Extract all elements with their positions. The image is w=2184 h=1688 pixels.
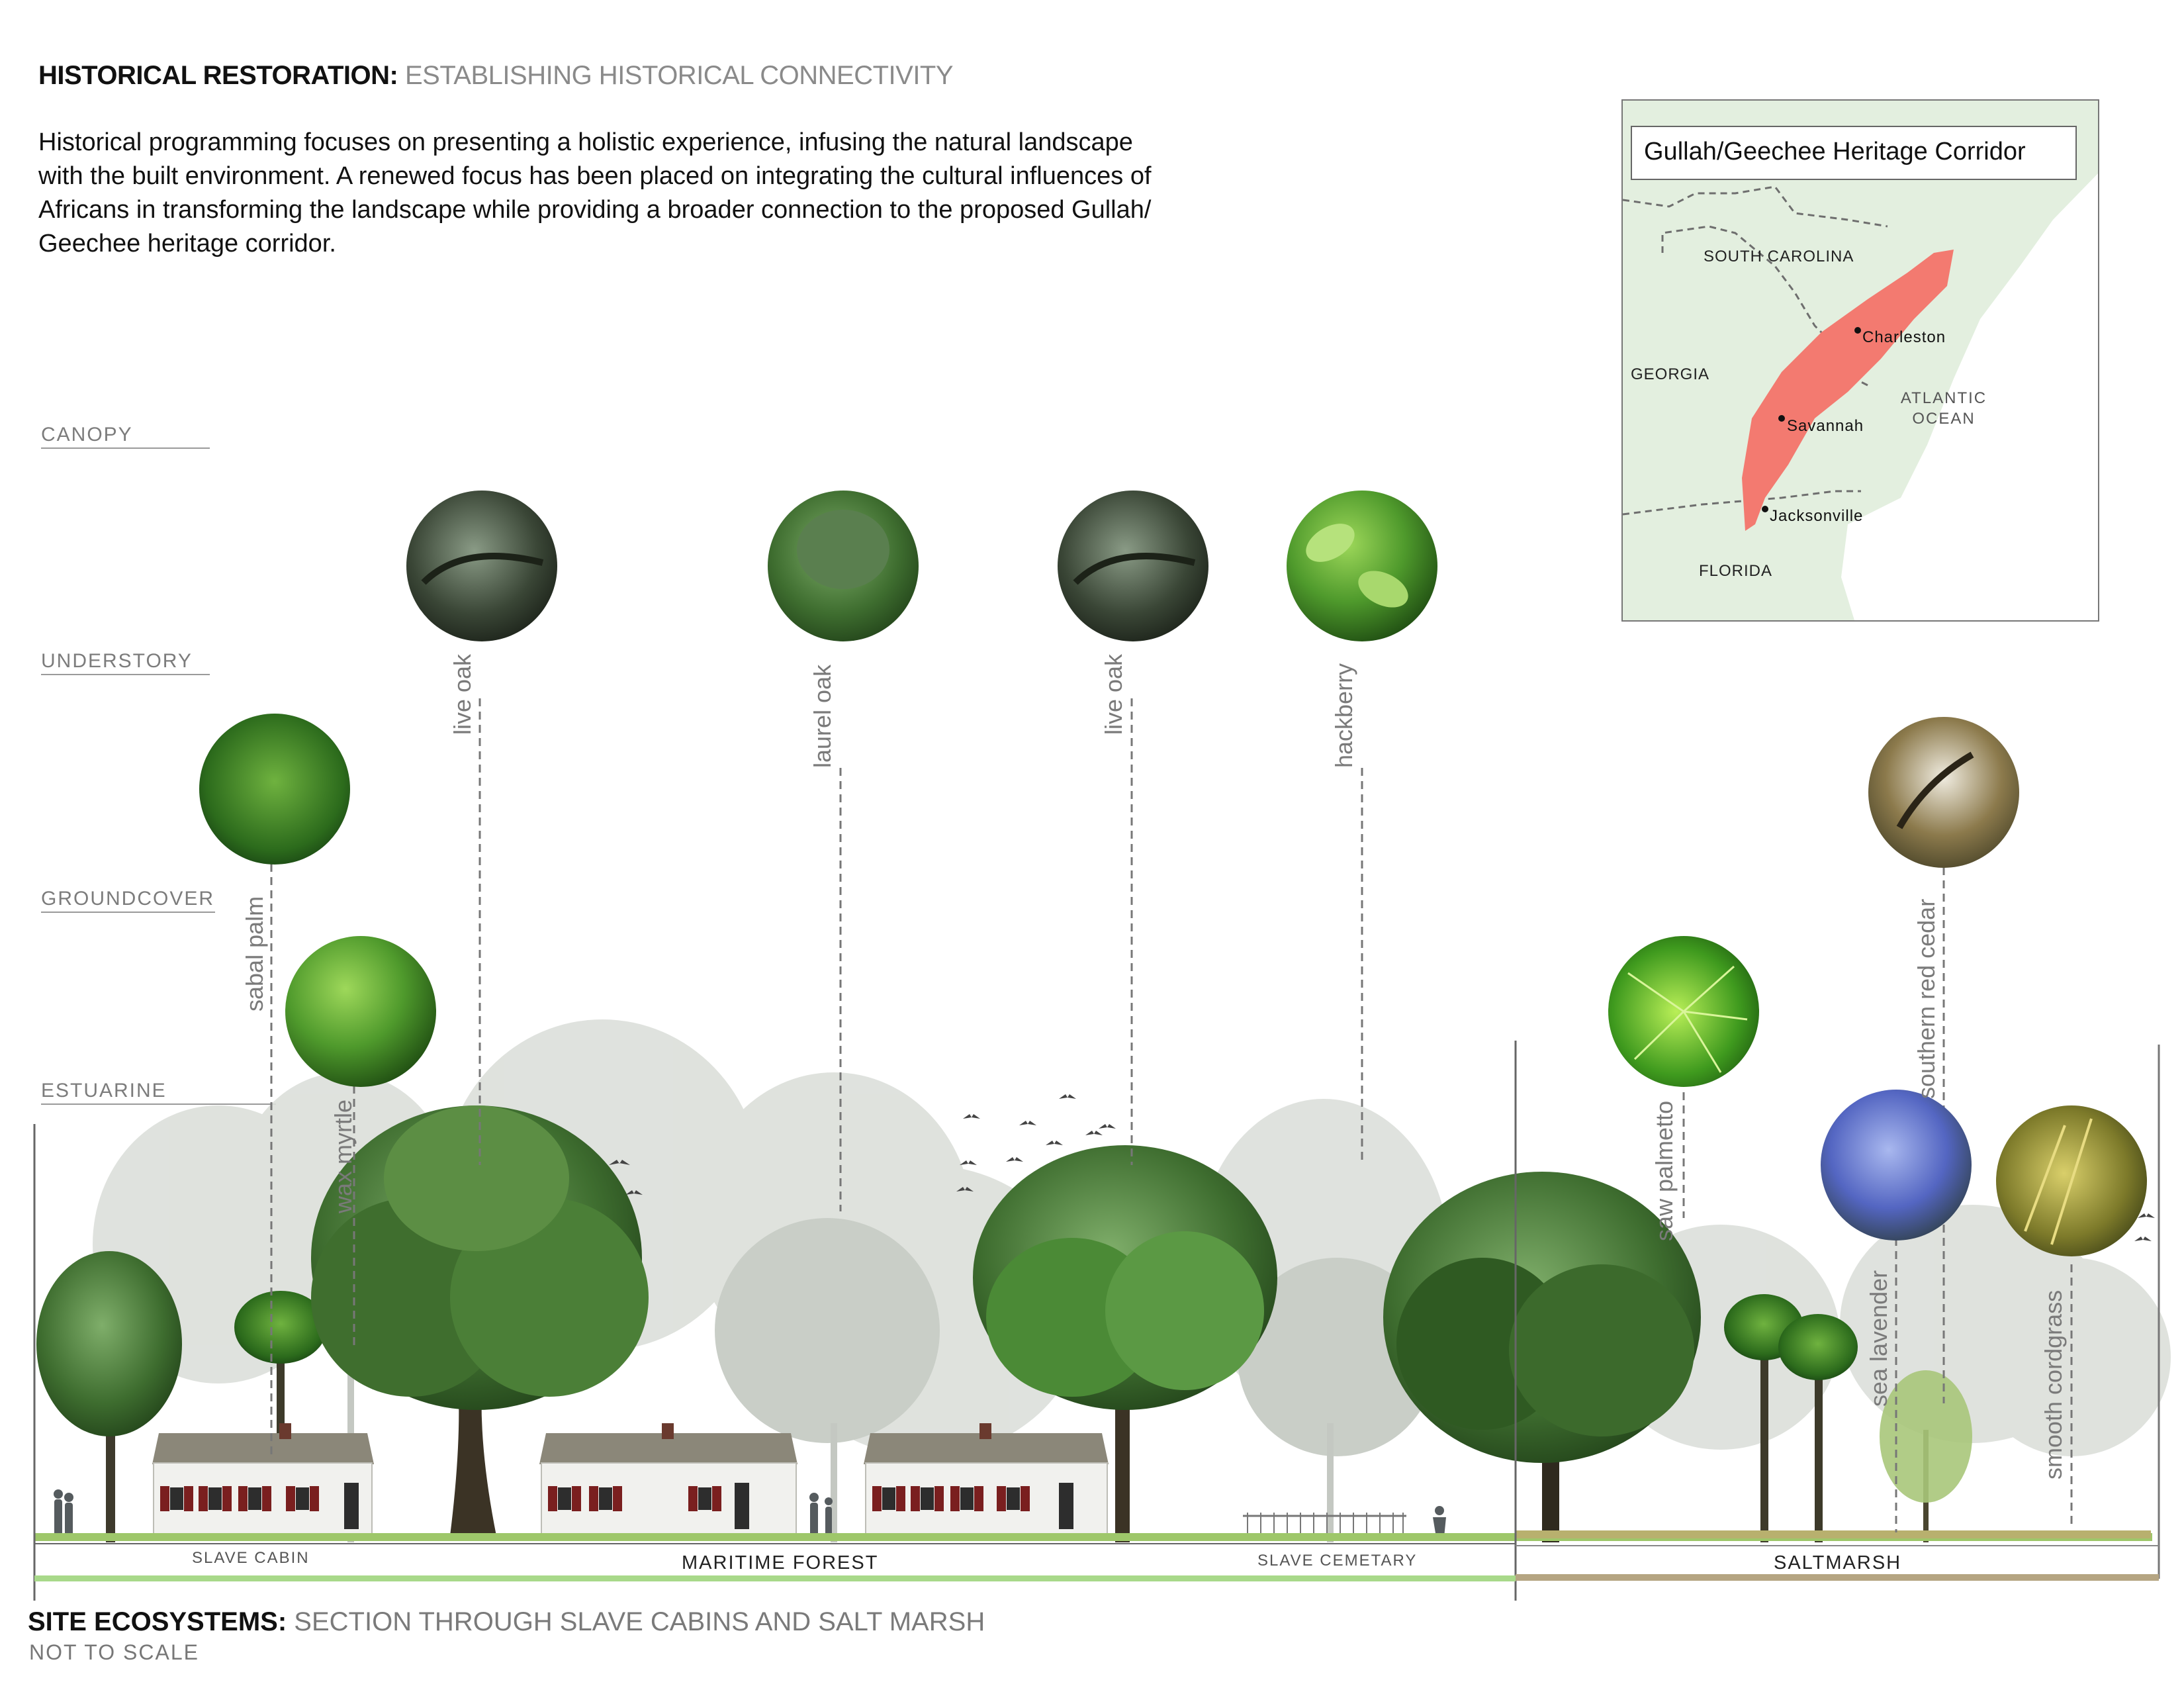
- map-title-box: Gullah/Geechee Heritage Corridor: [1631, 126, 2077, 180]
- layer-label-canopy: CANOPY: [41, 424, 210, 449]
- label-charleston: Charleston: [1862, 328, 1946, 346]
- title-light: ESTABLISHING HISTORICAL CONNECTIVITY: [404, 61, 954, 90]
- plant-label-live-oak-1: live oak: [449, 653, 476, 735]
- slave-cabin-2: [539, 1423, 797, 1538]
- charleston-dot: [1854, 327, 1861, 334]
- label-jacksonville: Jacksonville: [1770, 507, 1864, 525]
- plant-label-saw-palmetto: saw palmetto: [1651, 1100, 1678, 1241]
- layer-label-estuarine: ESTUARINE: [41, 1080, 276, 1105]
- plant-photo-hackberry: [1287, 491, 1437, 641]
- slave-cabin-3: [864, 1423, 1109, 1538]
- intro-line: Africans in transforming the landscape w…: [38, 196, 1152, 224]
- plant-label-hackberry: hackberry: [1330, 663, 1357, 768]
- caption-light: SECTION THROUGH SLAVE CABINS AND SALT MA…: [294, 1607, 985, 1636]
- savannah-dot: [1778, 415, 1785, 422]
- label-south-carolina: SOUTH CAROLINA: [1704, 248, 1854, 265]
- zone-label-slave-cemetary: SLAVE CEMETARY: [1257, 1552, 1418, 1570]
- plant-label-laurel-oak: laurel oak: [809, 664, 836, 768]
- label-georgia: GEORGIA: [1631, 365, 1710, 383]
- plant-photo-sea-lavender: [1821, 1090, 1972, 1241]
- intro-line: Historical programming focuses on presen…: [38, 128, 1133, 156]
- title-bold: HISTORICAL RESTORATION:: [38, 61, 398, 90]
- plant-label-smooth-cordgrass: smooth cordgrass: [2040, 1289, 2067, 1479]
- layer-label-groundcover: GROUNDCOVER: [41, 888, 215, 913]
- plant-label-sea-lavender: sea lavender: [1865, 1270, 1892, 1407]
- zone-label-slave-cabin: SLAVE CABIN: [192, 1549, 310, 1567]
- label-florida: FLORIDA: [1699, 562, 1773, 580]
- slave-cabin-1: [152, 1423, 374, 1538]
- layer-label-understory: UNDERSTORY: [41, 650, 210, 675]
- label-atlantic-ocean: ATLANTIC OCEAN: [1888, 388, 2000, 429]
- plant-label-wax-myrtle: wax myrtle: [330, 1099, 357, 1213]
- ocean-line-2: OCEAN: [1912, 410, 1976, 428]
- map-title: Gullah/Geechee Heritage Corridor: [1644, 138, 2026, 165]
- heritage-corridor-map: Gullah/Geechee Heritage Corridor SOUTH C…: [1621, 99, 2099, 622]
- plant-photo-live-oak-1: [406, 491, 557, 641]
- plant-photo-live-oak-2: [1058, 491, 1208, 641]
- corridor-band: [1742, 250, 1954, 531]
- map-graphic: [1623, 101, 2098, 620]
- maritime-forest-bar: [34, 1575, 1516, 1581]
- intro-paragraph: Historical programming focuses on presen…: [38, 126, 1329, 261]
- plant-label-sabal-palm: sabal palm: [241, 896, 268, 1011]
- intro-line: with the built environment. A renewed fo…: [38, 162, 1152, 190]
- saltmarsh-bar: [1516, 1574, 2159, 1581]
- caption-bold: SITE ECOSYSTEMS:: [28, 1607, 287, 1636]
- plant-photo-laurel-oak: [768, 491, 919, 641]
- page-title: HISTORICAL RESTORATION: ESTABLISHING HIS…: [38, 61, 954, 91]
- zone-label-maritime-forest: MARITIME FOREST: [682, 1552, 879, 1573]
- plant-label-live-oak-2: live oak: [1100, 653, 1127, 735]
- plant-label-southern-red-cedar: southern red cedar: [1913, 898, 1940, 1099]
- intro-line: Geechee heritage corridor.: [38, 230, 336, 258]
- section-caption: SITE ECOSYSTEMS: SECTION THROUGH SLAVE C…: [28, 1607, 985, 1637]
- plant-photo-sabal-palm: [199, 714, 350, 865]
- jacksonville-dot: [1762, 506, 1768, 512]
- ocean-line-1: ATLANTIC: [1900, 389, 1987, 407]
- plant-photo-saw-palmetto: [1608, 936, 1759, 1087]
- zone-label-saltmarsh: SALTMARSH: [1774, 1552, 1902, 1573]
- plant-photo-smooth-cordgrass: [1996, 1105, 2147, 1256]
- plant-photo-southern-red-cedar: [1868, 717, 2019, 868]
- label-savannah: Savannah: [1787, 417, 1864, 435]
- plant-photo-wax-myrtle: [285, 936, 436, 1087]
- scale-note: NOT TO SCALE: [29, 1640, 199, 1664]
